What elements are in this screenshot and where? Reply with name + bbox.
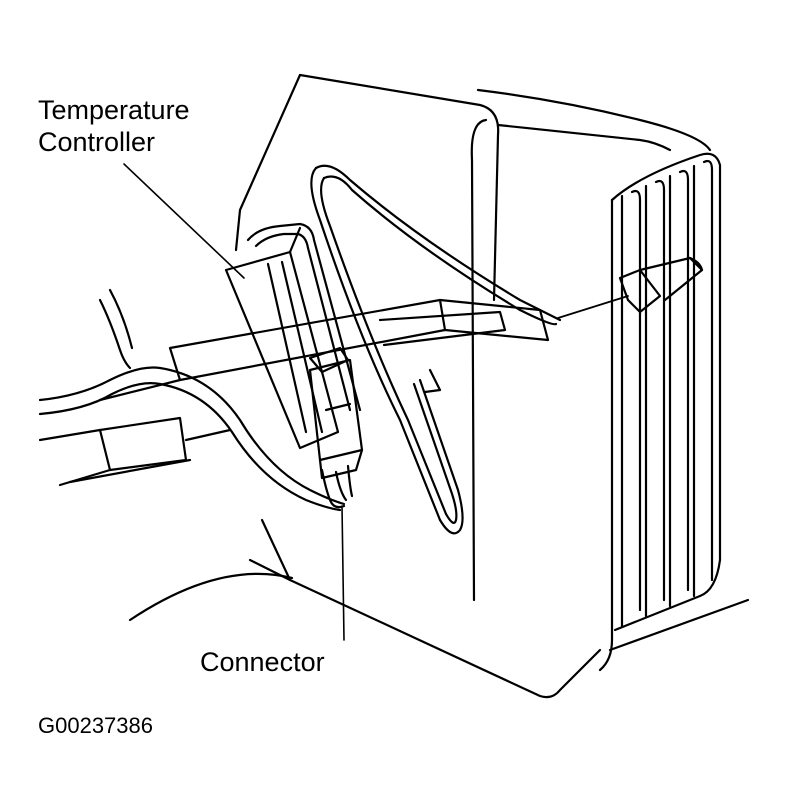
mounting-bracket <box>100 300 548 400</box>
temperature-controller-label-line2: Controller <box>38 127 156 157</box>
leader-temperature-controller <box>124 164 244 278</box>
connector-label: Connector <box>200 647 325 677</box>
leader-lines <box>124 164 344 640</box>
sensor-clip <box>620 258 702 312</box>
condenser-fins <box>600 154 720 670</box>
temperature-controller-label-line1: Temperature <box>38 95 190 125</box>
capillary-tube <box>311 166 628 534</box>
figure-id-label: G00237386 <box>38 713 153 738</box>
wiring-harness <box>40 290 344 510</box>
housing-case <box>130 75 748 697</box>
temperature-controller <box>226 224 360 448</box>
leader-connector <box>342 506 344 640</box>
